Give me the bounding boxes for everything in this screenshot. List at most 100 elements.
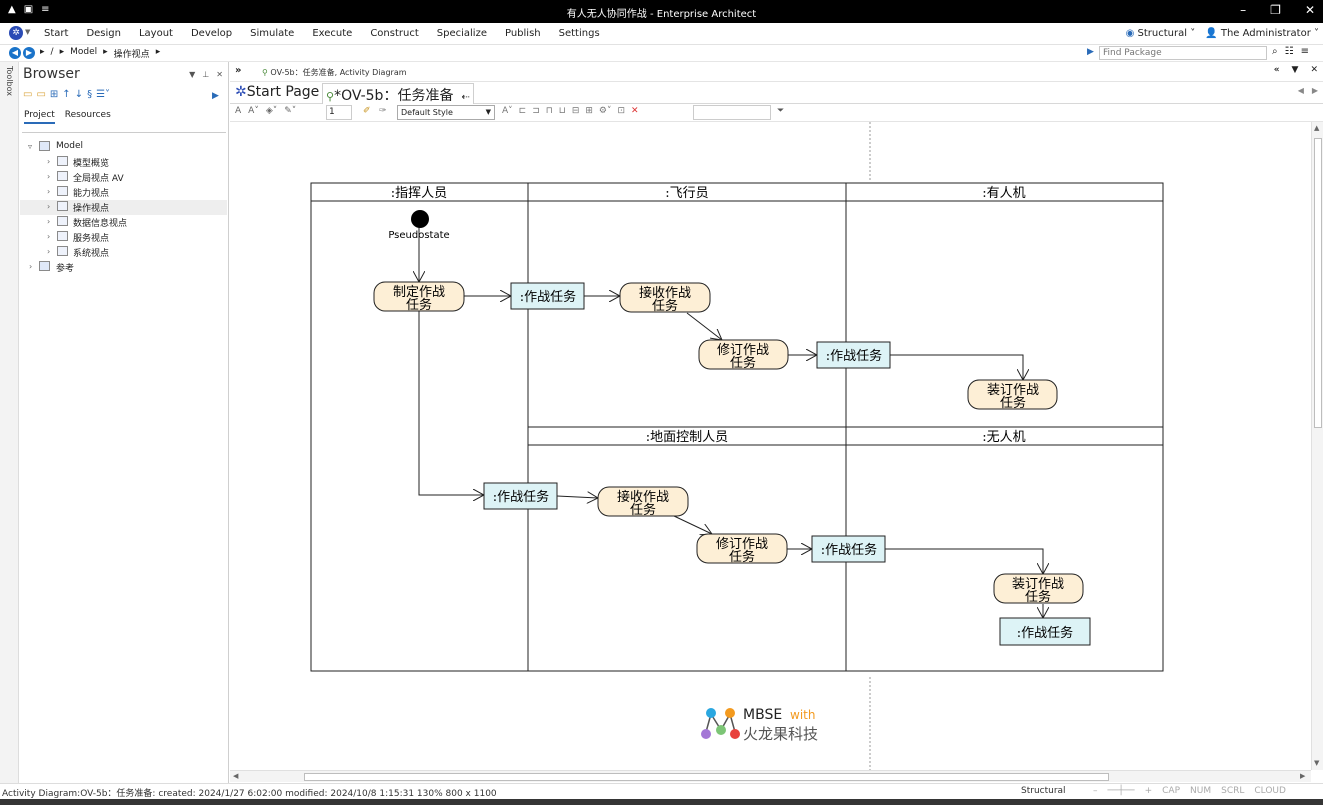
find-go-icon[interactable]: ▶ xyxy=(1087,47,1094,57)
breadcrumb-model[interactable]: Model xyxy=(70,47,98,57)
line-color-icon[interactable]: ✎˅ xyxy=(284,106,297,116)
search-options-icon[interactable]: ☷ xyxy=(1284,46,1294,57)
tab-start-page[interactable]: ✲Start Page xyxy=(235,84,320,100)
fill-color-icon[interactable]: ◈˅ xyxy=(265,106,278,116)
user-menu[interactable]: 👤 The Administrator ˅ xyxy=(1205,28,1319,39)
menu-publish[interactable]: Publish xyxy=(504,28,541,39)
scrollbar-thumb[interactable] xyxy=(1314,138,1322,428)
breadcrumb-arrow-icon[interactable]: ▸ xyxy=(59,47,65,57)
status-perspective[interactable]: Structural xyxy=(1021,786,1066,796)
lane-manned-aircraft[interactable]: :有人机 xyxy=(982,186,1025,201)
tree-node[interactable]: › 数据信息视点 xyxy=(47,216,128,229)
align-center-icon[interactable]: ⊐ xyxy=(532,106,540,116)
flow-edge[interactable] xyxy=(556,496,598,498)
ea-logo-icon[interactable]: ✲ xyxy=(9,26,23,40)
action-load-task-manned[interactable]: 装订作战 任务 xyxy=(967,379,1058,411)
diagram-tab[interactable]: ⚲ OV-5b：任务准备, Activity Diagram xyxy=(262,68,407,77)
find-package-input[interactable] xyxy=(1099,46,1267,60)
layout-icon[interactable]: ⚙˅ xyxy=(598,106,612,116)
scroll-left-icon[interactable]: ◀ xyxy=(233,772,239,780)
lane-pilot[interactable]: :飞行员 xyxy=(665,186,708,201)
expand-icon[interactable]: › xyxy=(29,262,33,271)
flow-edge[interactable] xyxy=(673,515,712,534)
close-icon[interactable]: ✕ xyxy=(1304,3,1315,17)
flow-edge[interactable] xyxy=(885,548,1043,574)
hamburger-menu-icon[interactable]: ≡ xyxy=(1300,46,1309,57)
prev-tab-icon[interactable]: ◀ xyxy=(1297,86,1304,95)
lane-commander[interactable]: :指挥人员 xyxy=(391,186,447,201)
object-node-task[interactable]: :作战任务 xyxy=(816,341,891,369)
action-revise-task-ground[interactable]: 修订作战 任务 xyxy=(696,533,788,565)
action-load-task-unmanned[interactable]: 装订作战 任务 xyxy=(993,573,1084,605)
tree-node-selected[interactable]: › 操作视点 xyxy=(20,200,227,215)
breadcrumb-current[interactable]: 操作视点 xyxy=(113,50,150,60)
vertical-scrollbar[interactable]: ▲ ▼ xyxy=(1311,122,1323,770)
expand-panel-icon[interactable]: ▶ xyxy=(212,91,219,101)
browser-menu-icon[interactable]: ☰˅ xyxy=(96,89,111,100)
lane-ground-control[interactable]: :地面控制人员 xyxy=(646,430,728,445)
breadcrumb-arrow-icon[interactable]: ▸ xyxy=(40,47,45,57)
new-folder-icon[interactable]: ▭ xyxy=(36,89,46,100)
menu-specialize[interactable]: Specialize xyxy=(436,28,487,39)
flow-edge[interactable] xyxy=(686,312,722,340)
same-height-icon[interactable]: ⊞ xyxy=(585,106,593,116)
tree-node[interactable]: › 全局视点 AV xyxy=(47,171,124,184)
restore-icon[interactable]: ❐ xyxy=(1270,3,1281,17)
style-select[interactable]: Default Style▼ xyxy=(397,105,495,120)
menu-construct[interactable]: Construct xyxy=(370,28,419,39)
menu-settings[interactable]: Settings xyxy=(558,28,600,39)
chevron-down-icon[interactable]: ▼ xyxy=(25,28,31,36)
menu-execute[interactable]: Execute xyxy=(312,28,353,39)
breadcrumb-arrow-icon[interactable]: ▸ xyxy=(103,47,108,57)
double-chevron-right-icon[interactable]: » xyxy=(235,65,242,76)
scroll-up-icon[interactable]: ▲ xyxy=(1314,124,1320,132)
zoom-out-icon[interactable]: – xyxy=(1093,786,1098,796)
font-color-icon[interactable]: A˅ xyxy=(248,106,259,116)
expand-icon[interactable]: › xyxy=(47,232,51,241)
double-chevron-left-icon[interactable]: « xyxy=(1273,65,1280,75)
search-icon[interactable]: ⌕ xyxy=(1272,46,1278,57)
action-receive-task-pilot[interactable]: 接收作战 任务 xyxy=(619,282,711,314)
scroll-right-icon[interactable]: ▶ xyxy=(1300,772,1306,780)
object-node-task[interactable]: :作战任务 xyxy=(510,282,585,310)
dropdown-icon[interactable]: ▼ xyxy=(189,70,196,79)
action-receive-task-ground[interactable]: 接收作战 任务 xyxy=(597,486,689,518)
flow-edge[interactable] xyxy=(418,311,484,495)
align-top-icon[interactable]: ⊓ xyxy=(545,106,553,116)
close-icon[interactable]: ✕ xyxy=(1310,65,1318,75)
object-node-task[interactable]: :作战任务 xyxy=(811,535,886,563)
same-width-icon[interactable]: ⊟ xyxy=(571,106,580,116)
delete-icon[interactable]: ✕ xyxy=(631,106,639,116)
align-bottom-icon[interactable]: ⊔ xyxy=(558,106,566,116)
filter-icon[interactable]: ⏷ xyxy=(777,106,785,116)
breadcrumb-root[interactable]: / xyxy=(50,47,54,57)
object-node-task[interactable]: :作战任务 xyxy=(999,617,1091,646)
zoom-in-icon[interactable]: + xyxy=(1144,786,1153,796)
forward-icon[interactable]: ▶ xyxy=(23,47,35,59)
initial-node[interactable] xyxy=(411,210,429,228)
pin-icon[interactable]: ⊥ xyxy=(202,70,210,79)
toolbox-strip[interactable]: Toolbox xyxy=(0,62,19,783)
expand-icon[interactable]: › xyxy=(47,217,51,226)
action-revise-task-pilot[interactable]: 修订作战 任务 xyxy=(698,339,789,371)
line-width-field[interactable]: 1 xyxy=(326,105,352,120)
horizontal-scrollbar[interactable]: ◀ ▶ xyxy=(230,770,1311,782)
tree-node[interactable]: › 参考 xyxy=(29,261,75,274)
text-style-icon[interactable]: A˅ xyxy=(502,106,513,116)
close-icon[interactable]: ✕ xyxy=(216,70,223,79)
scrollbar-thumb[interactable] xyxy=(304,773,1109,781)
format-painter-icon[interactable]: ✐ xyxy=(363,106,371,116)
action-formulate-task[interactable]: 制定作战 任务 xyxy=(373,281,465,313)
back-icon[interactable]: ◀ xyxy=(9,47,21,59)
lane-unmanned-aircraft[interactable]: :无人机 xyxy=(982,430,1025,445)
quick-menu-icon[interactable]: ≡ xyxy=(41,4,50,15)
zoom-slider[interactable]: ──┼── xyxy=(1107,786,1135,796)
font-icon[interactable]: A xyxy=(235,106,242,116)
expand-icon[interactable]: › xyxy=(47,247,51,256)
tree-node[interactable]: › 系统视点 xyxy=(47,246,110,259)
tree-node[interactable]: › 服务视点 xyxy=(47,231,110,244)
tree-node[interactable]: › 能力视点 xyxy=(47,186,110,199)
save-icon[interactable]: ▣ xyxy=(23,4,34,15)
new-diagram-icon[interactable]: ⊞ xyxy=(49,89,59,100)
menu-develop[interactable]: Develop xyxy=(190,28,233,39)
